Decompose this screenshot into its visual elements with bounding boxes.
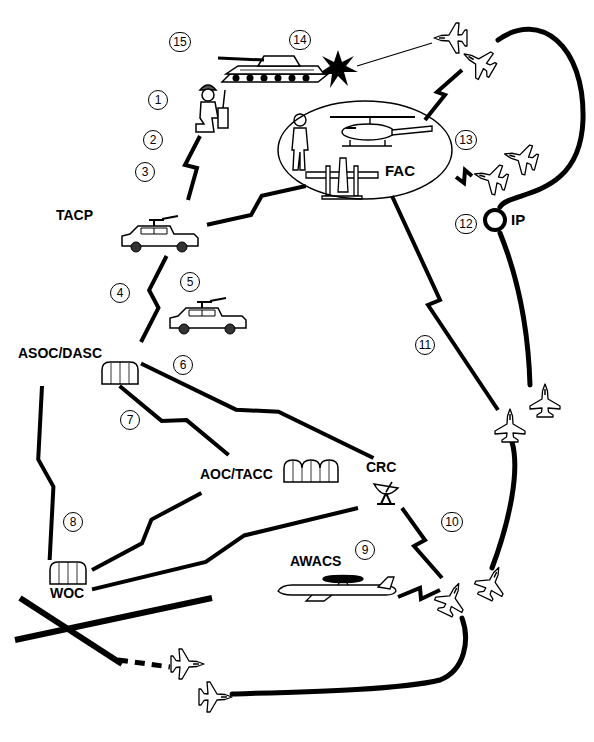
radio-link [92, 508, 358, 589]
callout-anchor: 4 [110, 283, 130, 303]
callout-anchor: 8 [63, 512, 83, 532]
radio-link [38, 386, 53, 560]
fac-area: FAC [277, 100, 453, 200]
node-label: WOC [50, 585, 84, 601]
area-outline [277, 100, 453, 200]
callout-anchor: 10 [441, 512, 462, 532]
callout-anchor: 3 [135, 162, 155, 182]
radio-link [141, 363, 373, 458]
callout-number: 3 [135, 162, 155, 182]
fighter-jet [171, 23, 560, 712]
radar-dish [374, 482, 398, 504]
callout-number: 11 [415, 335, 435, 355]
callout-number: 9 [355, 540, 375, 560]
callout-number: 4 [110, 283, 130, 303]
callout-anchor: 7 [120, 410, 140, 430]
soldier [196, 85, 228, 132]
ov10-aircraft [306, 158, 378, 199]
callout-number: 7 [120, 410, 140, 430]
shelter [102, 362, 138, 384]
node-label: ASOC/DASC [18, 345, 102, 361]
explosion [318, 50, 358, 88]
callout-number: 15 [169, 32, 190, 52]
awacs-aircraft [278, 576, 396, 602]
callout-anchor: 6 [173, 355, 193, 375]
callout-anchor: 5 [180, 272, 200, 292]
radio-link [207, 186, 306, 225]
point-marker [483, 208, 535, 234]
radio-link [185, 70, 498, 599]
humvee [122, 216, 198, 252]
humvee [170, 298, 246, 334]
callout-anchor: 11 [415, 335, 435, 355]
callout-anchor: 13 [455, 130, 476, 150]
callout-number: 5 [180, 272, 200, 292]
helicopter [330, 117, 432, 146]
callout-number: 1 [148, 90, 168, 110]
callout-number: 8 [63, 512, 83, 532]
callout-anchor: 12 [455, 214, 476, 234]
awacs-unit: AWACS [272, 552, 400, 604]
node-label: IP [511, 211, 525, 228]
callout-number: 6 [173, 355, 193, 375]
callout-anchor: 1 [148, 90, 168, 110]
callout-number: 12 [455, 214, 476, 234]
aoc-unit: AOC/TACC [198, 455, 340, 493]
callout-number: 10 [441, 512, 462, 532]
fire-line [357, 43, 432, 66]
callout-anchor: 15 [169, 32, 190, 52]
radio-link [141, 256, 167, 342]
fac-soldier [292, 114, 308, 170]
tacp-unit: TACP [52, 200, 207, 256]
node-label: AWACS [290, 553, 341, 569]
shelter [50, 562, 86, 584]
node-label: FAC [385, 162, 415, 179]
callout-anchor: 2 [143, 130, 163, 150]
node-label: AOC/TACC [200, 466, 273, 482]
callout-number: 13 [455, 130, 476, 150]
node-label: CRC [366, 459, 396, 475]
callout-anchor: 9 [355, 540, 375, 560]
tank [218, 56, 328, 82]
woc-unit: WOC [46, 560, 92, 604]
radio-link [92, 493, 201, 570]
crc-unit: CRC [358, 458, 412, 508]
node-label: TACP [56, 207, 93, 223]
flight-path [118, 29, 583, 694]
callout-number: 14 [289, 30, 310, 50]
asoc-unit: ASOC/DASC [16, 340, 141, 386]
initial-point: IP [483, 208, 535, 234]
callout-anchor: 14 [289, 30, 310, 50]
callout-number: 2 [143, 130, 163, 150]
shelter [284, 460, 338, 482]
